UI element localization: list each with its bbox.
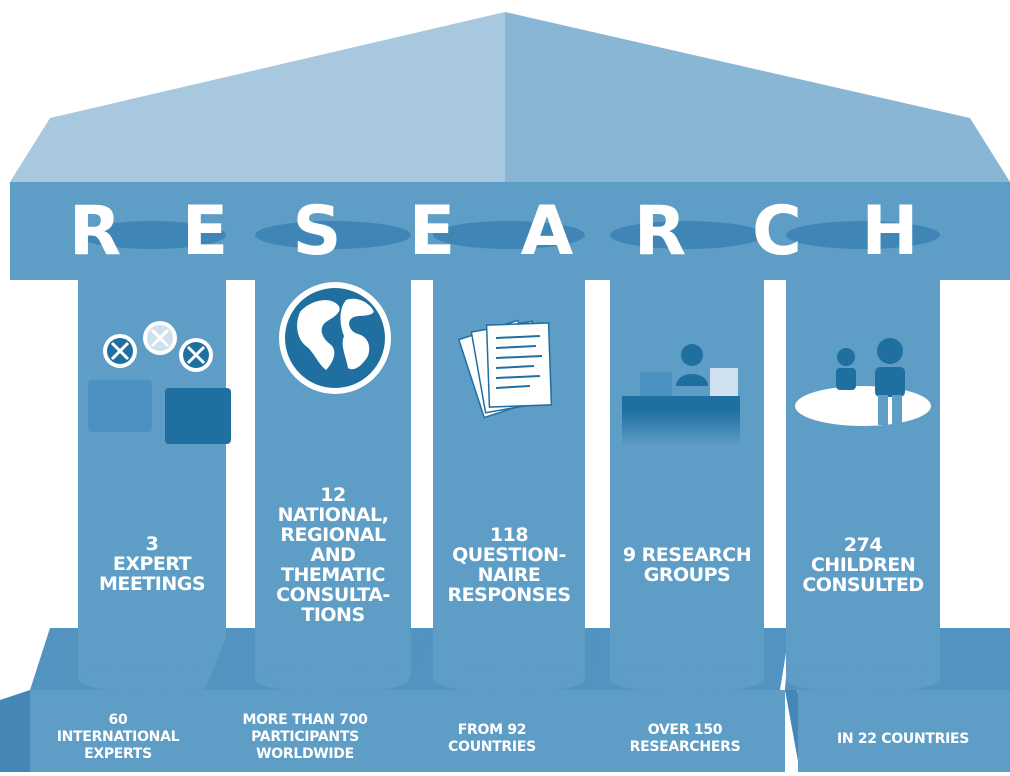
globe-icon xyxy=(279,282,391,394)
pillar-bottom xyxy=(78,665,226,693)
pillar-body xyxy=(610,235,764,679)
pillar-body xyxy=(78,235,226,679)
title-letter: R xyxy=(633,192,687,271)
roof-right-slope xyxy=(505,12,1010,182)
pillar-2 xyxy=(205,221,430,772)
pillar-top xyxy=(610,221,764,249)
title-letter: H xyxy=(861,192,919,271)
pillar-1-base-text: 60 INTERNATIONAL EXPERTS xyxy=(56,712,180,762)
base-side xyxy=(0,690,30,772)
base-front xyxy=(405,690,585,772)
questionnaire-papers-icon xyxy=(457,319,553,419)
pillar-5 xyxy=(785,221,1010,772)
pillar-bottom xyxy=(433,665,585,693)
title-letter: R xyxy=(68,192,122,271)
pillar-4-main-text: 9 RESEARCH GROUPS xyxy=(622,544,752,586)
pillar-1-main-text: 3 EXPERT MEETINGS xyxy=(98,533,206,595)
pillar-3-main-text: 118 QUESTION- NAIRE RESPONSES xyxy=(447,524,571,606)
pillar-body xyxy=(786,235,940,679)
pillar-body xyxy=(433,235,585,679)
title-letter: S xyxy=(292,192,342,271)
pillar-bottom xyxy=(255,665,411,693)
pillar-top xyxy=(433,221,585,249)
pillar-2-main-text: 12 NATIONAL, REGIONAL AND THEMATIC CONSU… xyxy=(276,484,390,626)
base-front xyxy=(798,690,1010,772)
children-icon xyxy=(795,338,931,426)
pillar-2-base-text: MORE THAN 700 PARTICIPANTS WORLDWIDE xyxy=(242,712,368,762)
base-front xyxy=(205,690,405,772)
base-front xyxy=(585,690,785,772)
pillar-bottom xyxy=(786,665,940,693)
pillar-5-main-text: 274 CHILDREN CONSULTED xyxy=(802,534,924,596)
base-front xyxy=(30,690,205,772)
expert-meeting-icon xyxy=(88,321,231,444)
title-letter: E xyxy=(408,192,456,271)
title-letter: A xyxy=(520,192,574,271)
pillar-top xyxy=(78,221,226,249)
pillar-bottom xyxy=(610,665,764,693)
pillar-4 xyxy=(585,221,790,772)
pillar-top xyxy=(255,221,411,249)
title-letter: E xyxy=(181,192,229,271)
pillar-top xyxy=(786,221,940,249)
pillar-3 xyxy=(405,221,610,772)
pillar-1 xyxy=(0,221,255,772)
researcher-desk-icon xyxy=(622,344,740,446)
pillar-5-base-text: IN 22 COUNTRIES xyxy=(836,731,970,747)
roof-left-slope xyxy=(10,12,505,182)
pillar-4-base-text: OVER 150 RESEARCHERS xyxy=(629,722,741,755)
title-letter: C xyxy=(752,192,802,271)
pillar-3-base-text: FROM 92 COUNTRIES xyxy=(448,722,536,755)
